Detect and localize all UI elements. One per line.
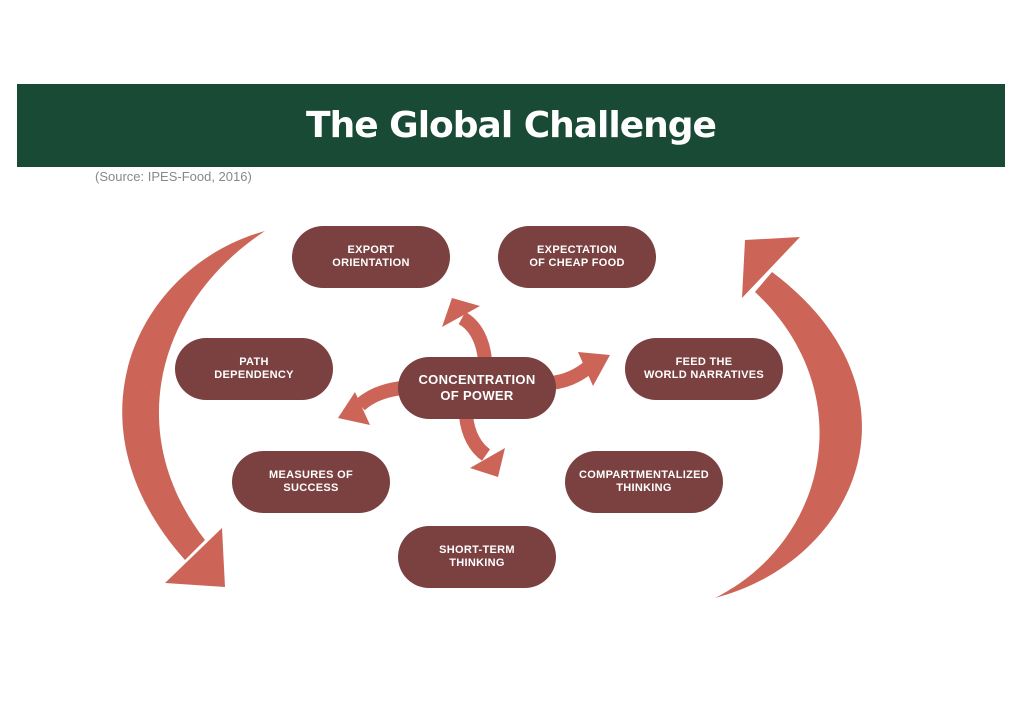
node-short-term-thinking: SHORT-TERM THINKING (398, 526, 556, 588)
right-cycle-arrow (715, 272, 862, 598)
arrow-up-head (442, 298, 480, 327)
arrow-left-head (338, 392, 370, 425)
left-cycle-arrow (122, 231, 265, 560)
title-banner: The Global Challenge (17, 84, 1005, 167)
node-measures-of-success: MEASURES OF SUCCESS (232, 451, 390, 513)
arrow-down-shaft (459, 415, 491, 461)
node-concentration-of-power: CONCENTRATION OF POWER (398, 357, 556, 419)
arrow-right-head (578, 352, 610, 386)
node-expectation-cheap-food: EXPECTATION OF CHEAP FOOD (498, 226, 656, 288)
left-cycle-arrowhead (165, 528, 225, 587)
source-citation: (Source: IPES-Food, 2016) (95, 169, 252, 184)
arrow-left-shaft (355, 381, 403, 411)
node-path-dependency: PATH DEPENDENCY (175, 338, 333, 400)
node-compartmentalized-thinking: COMPARTMENTALIZED THINKING (565, 451, 723, 513)
arrow-up-shaft (458, 311, 492, 361)
arrow-down-head (470, 448, 505, 477)
arrow-right-shaft (549, 360, 595, 390)
page-title: The Global Challenge (306, 105, 717, 146)
node-export-orientation: EXPORT ORIENTATION (292, 226, 450, 288)
node-feed-the-world: FEED THE WORLD NARRATIVES (625, 338, 783, 400)
right-cycle-arrowhead (742, 237, 800, 298)
